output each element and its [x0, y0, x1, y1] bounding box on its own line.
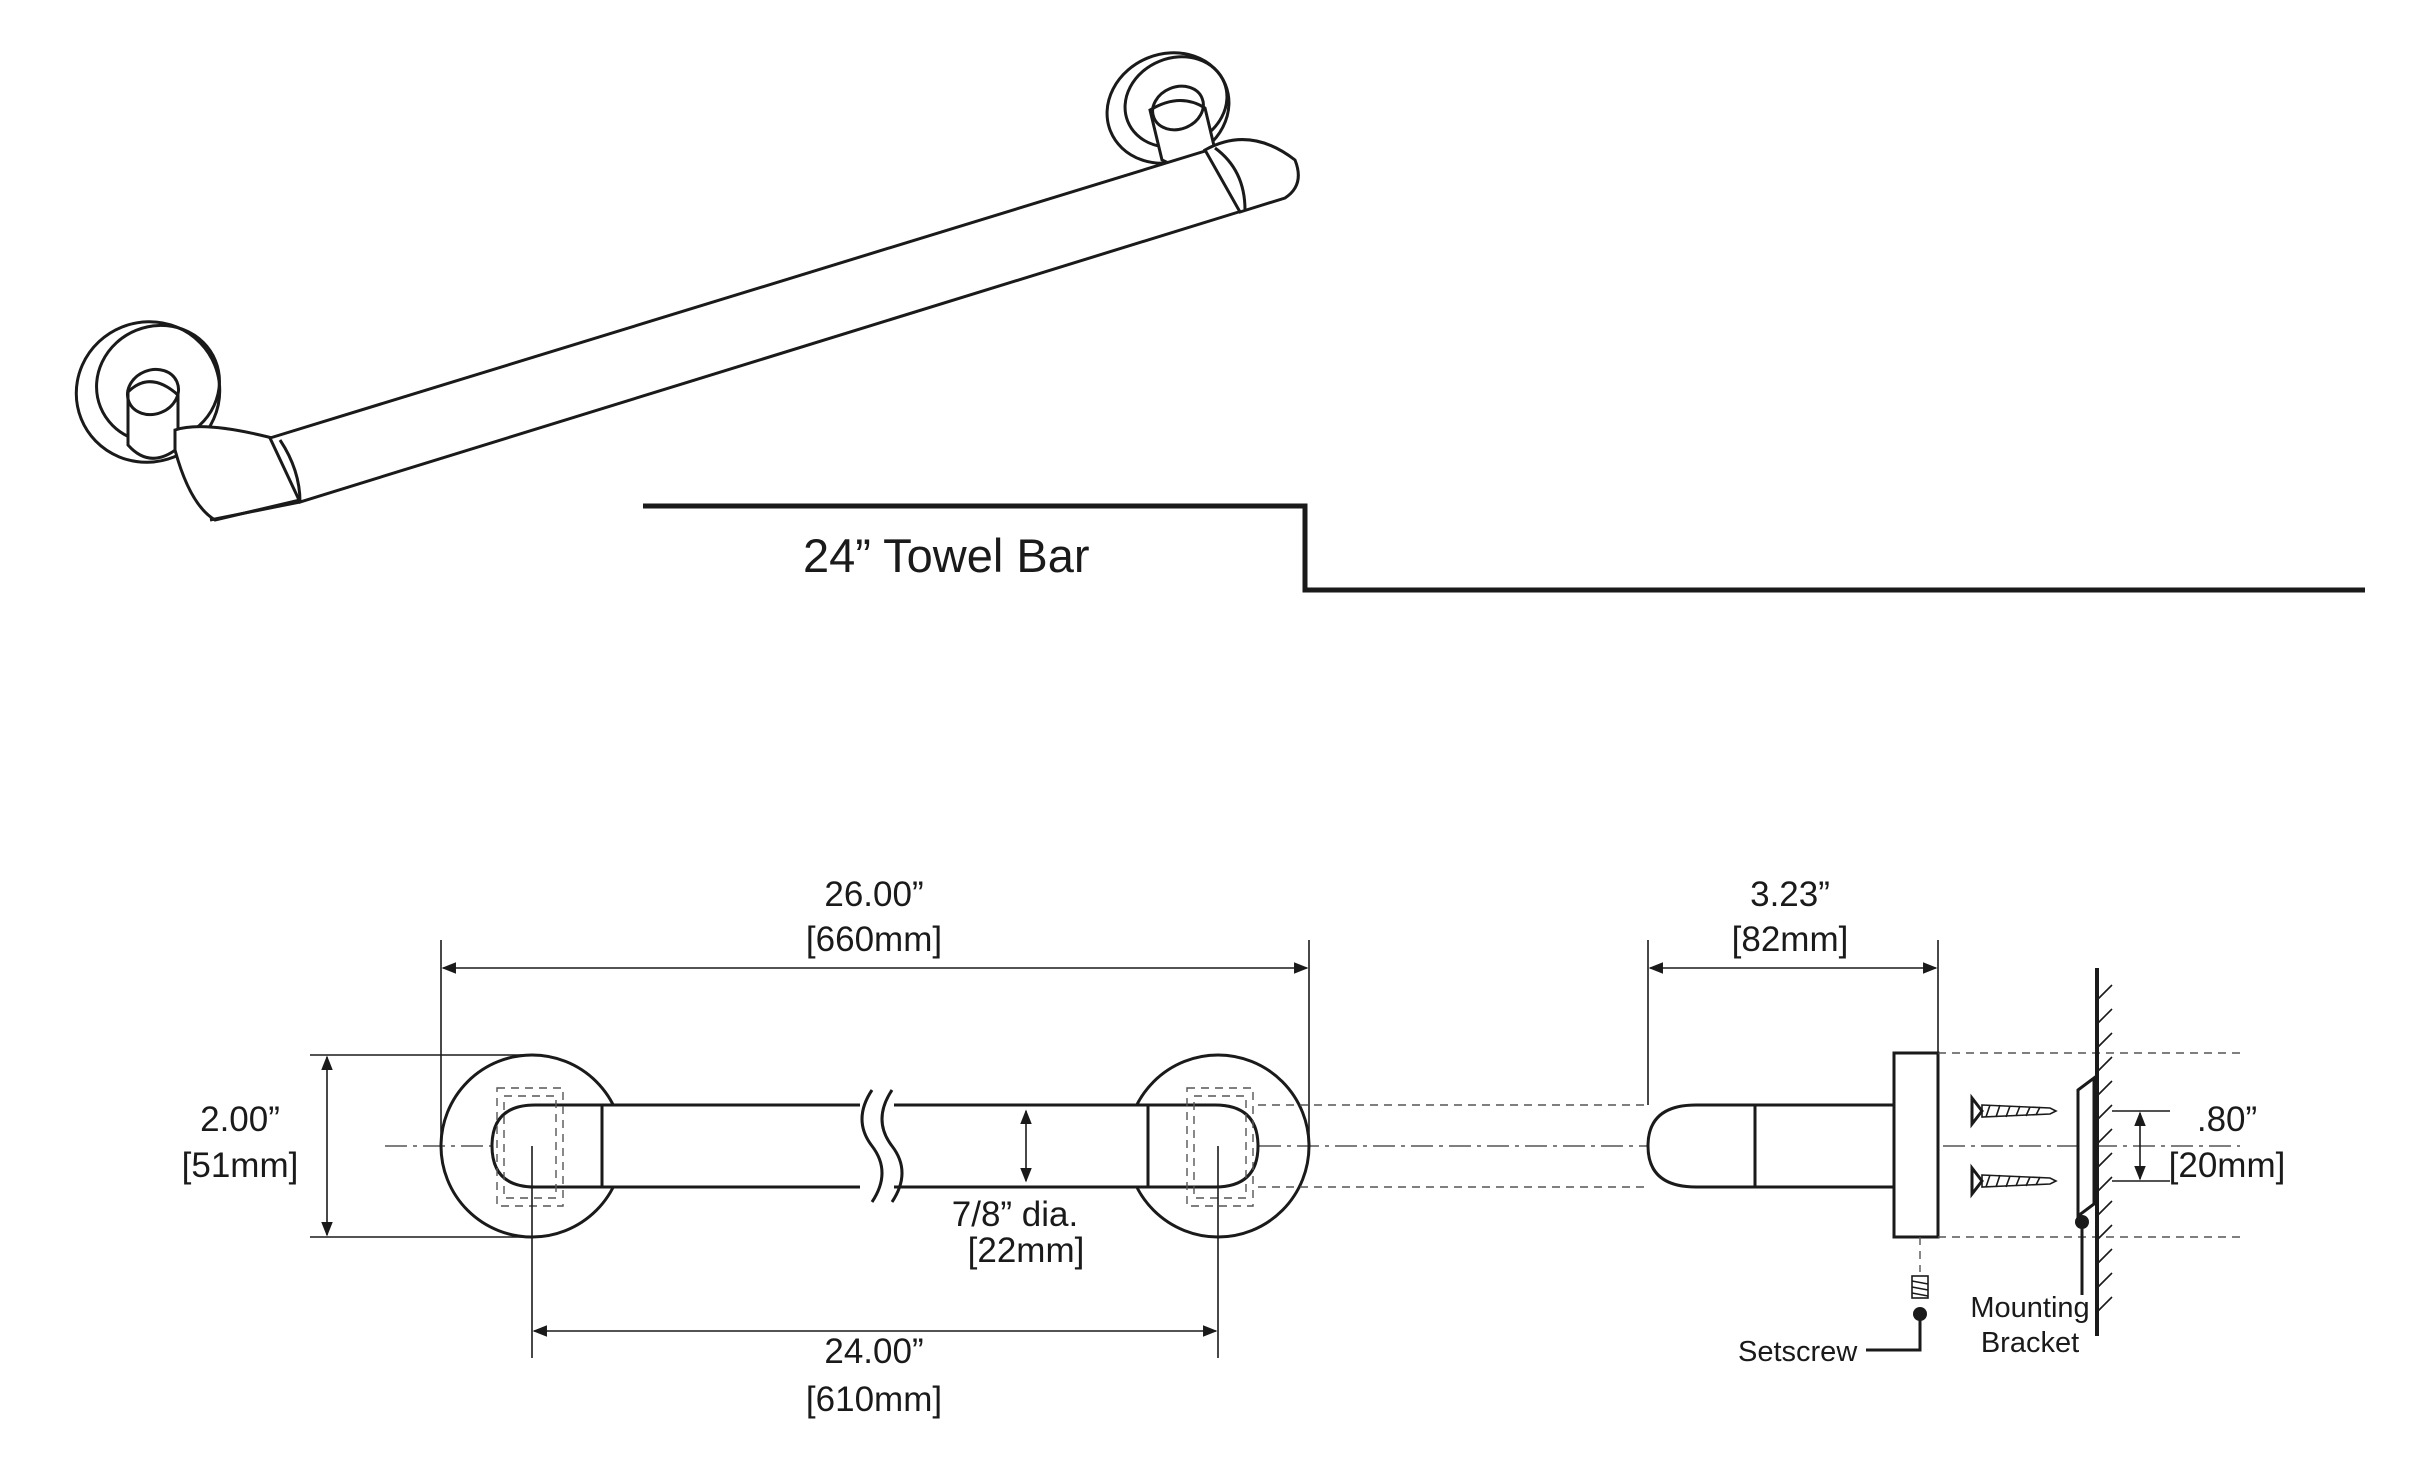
center-to-center-inches: 24.00” — [824, 1332, 923, 1371]
break-line-right — [880, 1089, 904, 1203]
flange-diameter-mm: [51mm] — [182, 1146, 299, 1185]
left-hidden-bracket — [496, 1087, 564, 1207]
projection-mm: [82mm] — [1732, 920, 1849, 959]
projection-inches: 3.23” — [1750, 875, 1830, 914]
overall-length-mm: [660mm] — [806, 920, 942, 959]
side-elevation-view: 3.23” [82mm] .80” [20mm] Setscrew Mounti… — [1258, 875, 2285, 1368]
front-elevation-view: 26.00” [660mm] 24.00” [610mm] 2.00” [51m… — [182, 875, 2240, 1419]
bar-diameter-mm: [22mm] — [968, 1231, 1085, 1270]
break-gap — [860, 1096, 894, 1196]
wall-screw-lower — [1970, 1163, 2058, 1199]
bracket-label-line2: Bracket — [1981, 1327, 2079, 1359]
overall-length-inches: 26.00” — [824, 875, 923, 914]
right-elbow — [1146, 1103, 1260, 1189]
mounting-bracket-shape — [2076, 1075, 2096, 1219]
title-frame-line — [643, 503, 2365, 593]
setscrew-leader-line — [1866, 1314, 1922, 1352]
setscrew-part — [1911, 1275, 1929, 1299]
bracket-label-line1: Mounting — [1970, 1292, 2089, 1324]
screw-spacing-inches: .80” — [2197, 1100, 2257, 1139]
center-to-center-mm: [610mm] — [806, 1380, 942, 1419]
side-flange — [1892, 1051, 1940, 1239]
break-line-left — [860, 1089, 884, 1203]
screw-spacing-mm: [20mm] — [2169, 1146, 2286, 1185]
right-hidden-bracket — [1186, 1087, 1254, 1207]
wall-hatching — [2096, 984, 2113, 1313]
flange-diameter-inches: 2.00” — [200, 1100, 280, 1139]
bar-diameter-inches: 7/8” dia. — [952, 1195, 1078, 1234]
isometric-towel-bar-illustration — [74, 51, 1300, 522]
setscrew-label: Setscrew — [1738, 1336, 1858, 1368]
left-elbow — [490, 1103, 604, 1189]
wall-screw-upper — [1970, 1093, 2058, 1129]
side-post-end — [1646, 1103, 1757, 1189]
side-post-body — [1753, 1103, 1896, 1189]
page-title: 24” Towel Bar — [803, 529, 1090, 582]
